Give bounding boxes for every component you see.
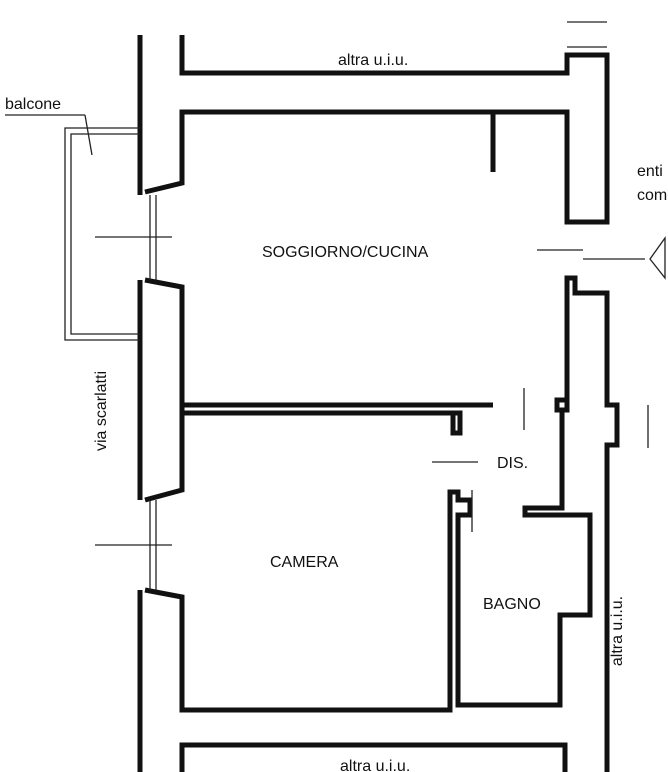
entrance-arrow-icon xyxy=(649,235,666,280)
label-bathroom: BAGNO xyxy=(483,596,541,613)
label-balcony: balcone xyxy=(5,96,62,113)
walls xyxy=(137,35,620,772)
label-hallway: DIS. xyxy=(497,455,529,472)
label-living-kitchen: SOGGIORNO/CUCINA xyxy=(262,244,429,261)
label-top-unit: altra u.i.u. xyxy=(338,52,409,69)
label-right-unit: altra u.i.u. xyxy=(609,595,627,667)
label-bedroom: CAMERA xyxy=(270,554,339,571)
balcony-outline xyxy=(5,114,140,341)
label-common-2: com xyxy=(637,187,668,204)
label-common-1: enti xyxy=(637,163,663,180)
door-marks xyxy=(432,21,666,532)
label-street: via scarlatti xyxy=(93,370,111,452)
windows xyxy=(95,195,172,590)
label-bottom-unit: altra u.i.u. xyxy=(340,758,411,772)
